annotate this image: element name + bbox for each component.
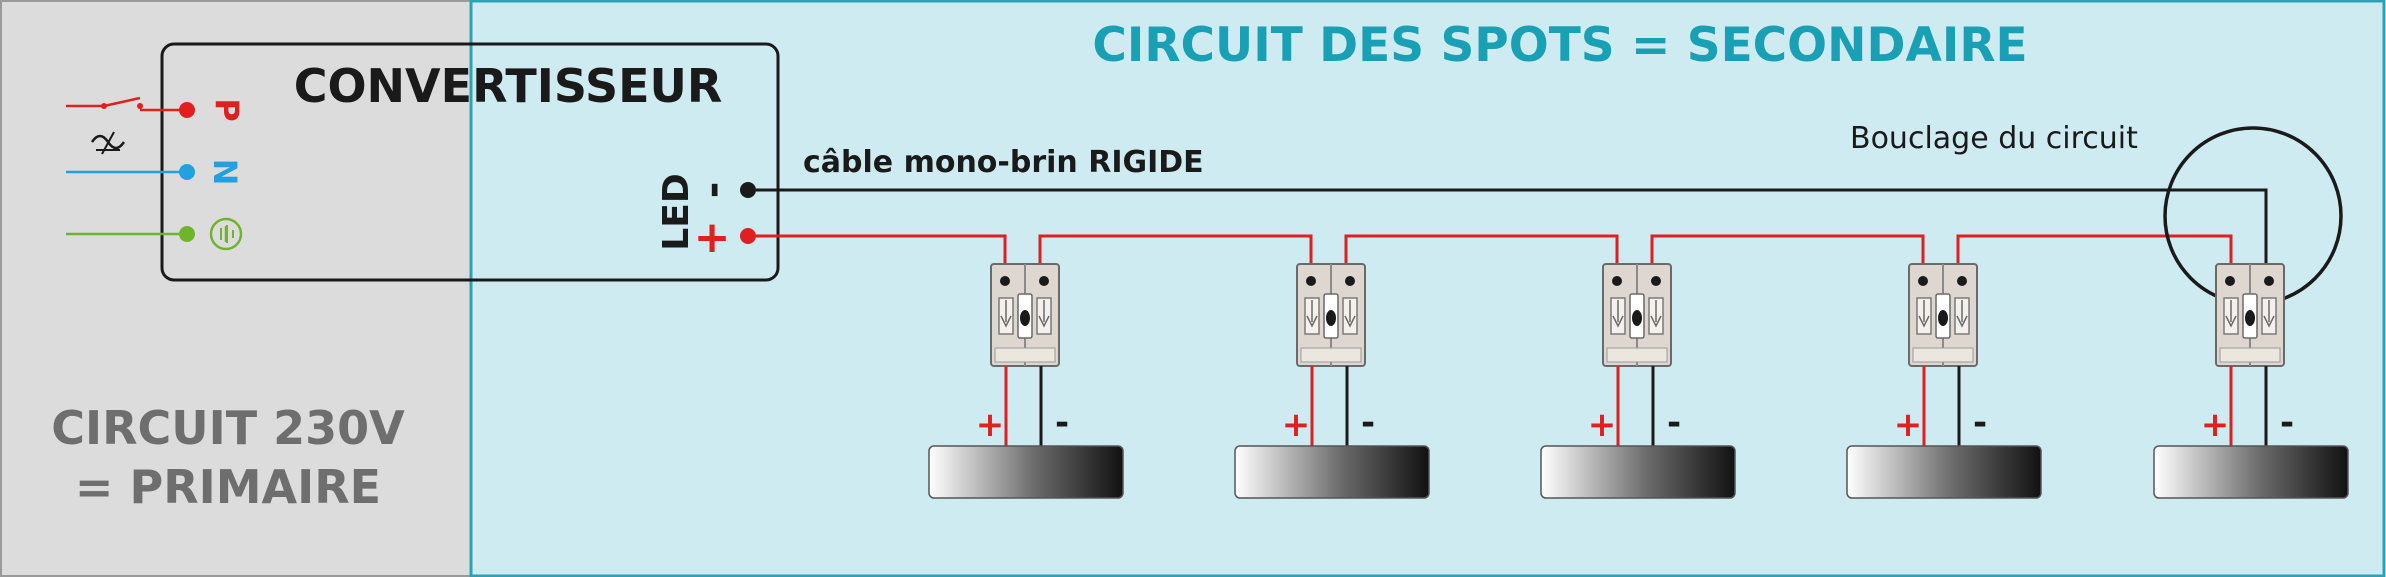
primary-label-line1: CIRCUIT 230V [51,401,405,455]
converter-title: CONVERTISSEUR [294,59,723,113]
spot-unit-4: + - [1846,263,2042,499]
wago-connector-icon [990,263,1060,367]
wago-connector-icon [1908,263,1978,367]
spot-plus-label: + [976,405,1005,445]
neutral-label: N [206,159,244,186]
led-minus-label: - [690,182,736,199]
secondary-title: CIRCUIT DES SPOTS = SECONDAIRE [1092,18,2027,73]
spot-unit-5: + - [2153,263,2349,499]
spot-plus-label: + [1282,405,1311,445]
cable-label: câble mono-brin RIGIDE [803,145,1204,180]
spot-minus-label: - [2280,403,2294,443]
spot-unit-1: + - [928,263,1124,499]
spot-minus-label: - [1055,403,1069,443]
positive-wire [756,234,2233,272]
led-spot-icon [928,445,1124,499]
converter-box [160,42,780,282]
spot-plus-label: + [1894,405,1923,445]
led-spot-icon [2153,445,2349,499]
spot-plus-label: + [1588,405,1617,445]
led-minus-terminal [740,182,756,198]
primary-label-line2: = PRIMAIRE [75,460,381,514]
phase-label: P [208,98,246,121]
neutral-terminal [179,164,195,180]
wago-connector-icon [1602,263,1672,367]
switch-icon [103,96,141,108]
wago-connector-icon [2215,263,2285,367]
spot-minus-label: - [1667,403,1681,443]
ac-symbol-icon [90,131,126,155]
phase-terminal [179,102,195,118]
led-plus-terminal [740,228,756,244]
led-plus-label: + [694,212,731,263]
spot-plus-label: + [2201,405,2230,445]
led-spot-icon [1846,445,2042,499]
led-spot-icon [1540,445,1736,499]
loop-label: Bouclage du circuit [1850,121,2138,156]
spot-unit-2: + - [1234,263,1430,499]
led-label: LED [656,173,697,250]
wago-connector-icon [1296,263,1366,367]
earth-ground-icon [209,217,243,251]
spot-minus-label: - [1973,403,1987,443]
primary-zone [0,0,472,577]
earth-terminal [179,226,195,242]
spot-unit-3: + - [1540,263,1736,499]
negative-wire [756,188,2268,272]
spot-minus-label: - [1361,403,1375,443]
primary-inputs: P N [66,96,246,251]
led-spot-icon [1234,445,1430,499]
